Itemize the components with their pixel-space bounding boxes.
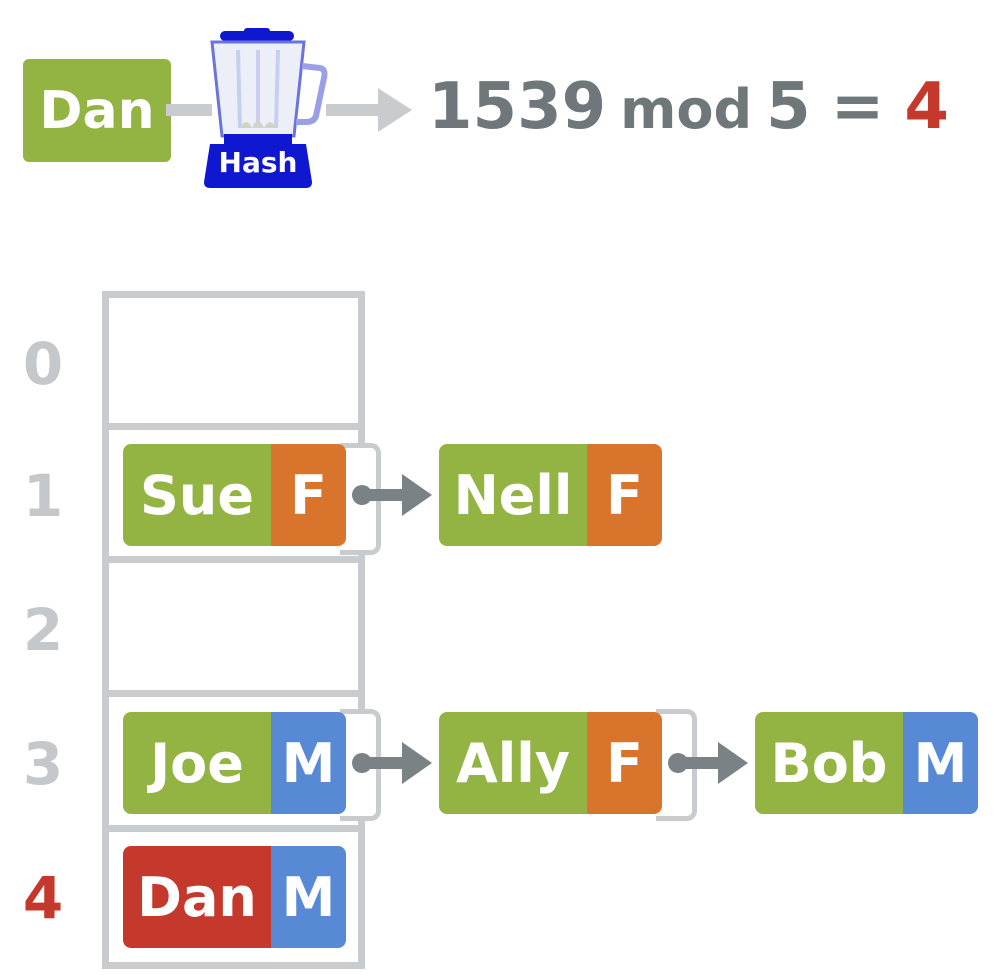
chain-arrow [352, 474, 432, 516]
slot-index-3: 3 [22, 730, 64, 798]
record-name: Bob [755, 712, 903, 814]
record-gender: F [587, 712, 662, 814]
slot-index-4: 4 [22, 864, 64, 932]
record-node: Sue F [123, 444, 346, 546]
key-to-hash-connector [166, 104, 212, 116]
mod-operator: mod [620, 78, 753, 141]
input-key-box: Dan [23, 59, 171, 162]
input-key-label: Dan [39, 80, 155, 141]
record-name: Joe [123, 712, 271, 814]
chain-arrow [352, 742, 432, 784]
chain-arrow [668, 742, 748, 784]
slot-index-2: 2 [22, 596, 64, 664]
record-node: Ally F [439, 712, 662, 814]
equals-sign: = [830, 70, 885, 144]
record-node: Bob M [755, 712, 978, 814]
hash-to-formula-connector [326, 104, 380, 116]
hash-formula: 1539 mod 5 = 4 [428, 70, 949, 154]
record-gender: M [903, 712, 978, 814]
record-name: Nell [439, 444, 587, 546]
slot-divider [102, 556, 365, 563]
hash-arrow-head [378, 88, 412, 132]
record-name: Dan [123, 846, 271, 948]
record-name: Ally [439, 712, 587, 814]
hash-pipeline-svg [166, 28, 412, 188]
hash-label: Hash [218, 146, 298, 179]
slot-divider [102, 690, 365, 697]
record-gender: M [271, 712, 346, 814]
bucket-result: 4 [904, 70, 949, 144]
record-gender: F [587, 444, 662, 546]
record-gender: F [271, 444, 346, 546]
inserted-record-node: Dan M [123, 846, 346, 948]
record-node: Nell F [439, 444, 662, 546]
slot-divider [102, 423, 365, 430]
slot-divider [102, 825, 365, 832]
record-node: Joe M [123, 712, 346, 814]
slot-index-1: 1 [22, 462, 64, 530]
modulus-value: 5 [766, 70, 811, 144]
hash-value: 1539 [428, 70, 607, 144]
record-gender: M [271, 846, 346, 948]
blender-icon [204, 28, 328, 188]
slot-index-0: 0 [22, 330, 64, 398]
record-name: Sue [123, 444, 271, 546]
